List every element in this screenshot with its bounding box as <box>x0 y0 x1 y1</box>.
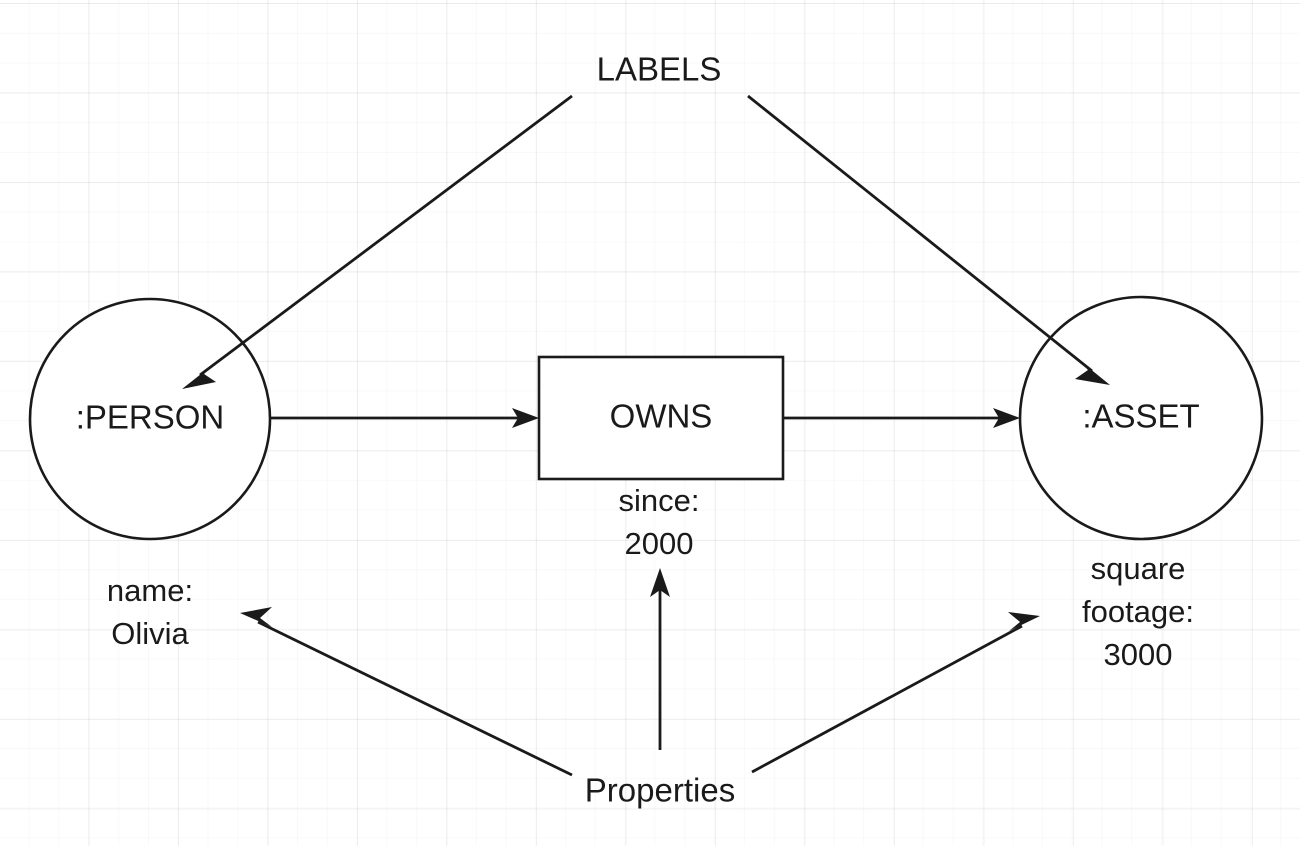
callout-properties-since-arrowhead <box>650 568 670 597</box>
callout-labels-person-line <box>199 94 573 377</box>
callout-properties-footage-line <box>751 624 1023 774</box>
owns-label: OWNS <box>610 398 713 435</box>
callout-properties-to-name <box>240 607 573 777</box>
asset-property-value: 3000 <box>1104 637 1173 672</box>
callout-labels-to-person <box>182 94 573 389</box>
callout-properties-name-line <box>257 620 573 777</box>
relationship-property-key: since: <box>619 483 700 518</box>
relationship-owns[interactable]: OWNS <box>537 355 785 481</box>
callout-labels-asset-line <box>747 94 1093 373</box>
callout-labels-asset-arrowhead <box>1075 359 1110 385</box>
property-person: name: Olivia <box>107 573 193 651</box>
callout-properties-name-arrowhead <box>240 607 272 627</box>
callout-properties-to-since <box>650 568 670 750</box>
callout-labels-person-arrowhead <box>182 363 216 389</box>
callout-properties-footage-arrowhead <box>1008 612 1040 631</box>
labels-callout-text: LABELS <box>597 51 722 88</box>
asset-property-key-line1: square <box>1091 551 1186 586</box>
property-relationship: since: 2000 <box>619 483 700 561</box>
properties-callout-text: Properties <box>585 772 735 809</box>
callout-labels-to-asset <box>747 94 1110 385</box>
person-property-key: name: <box>107 573 193 608</box>
edge-owns-asset <box>783 408 1020 428</box>
person-label: :PERSON <box>76 399 225 436</box>
property-asset: square footage: 3000 <box>1082 551 1194 672</box>
edge-owns-asset-arrowhead <box>993 408 1020 428</box>
asset-label: :ASSET <box>1082 398 1199 435</box>
edge-person-owns <box>270 408 539 428</box>
edge-person-owns-arrowhead <box>512 408 539 428</box>
callout-properties-to-footage <box>751 612 1040 774</box>
owns-rectangle[interactable] <box>537 355 785 481</box>
relationship-property-value: 2000 <box>625 526 694 561</box>
node-asset[interactable]: :ASSET <box>1018 295 1264 541</box>
node-person[interactable]: :PERSON <box>28 297 272 541</box>
asset-property-key-line2: footage: <box>1082 594 1194 629</box>
person-property-value: Olivia <box>111 616 189 651</box>
